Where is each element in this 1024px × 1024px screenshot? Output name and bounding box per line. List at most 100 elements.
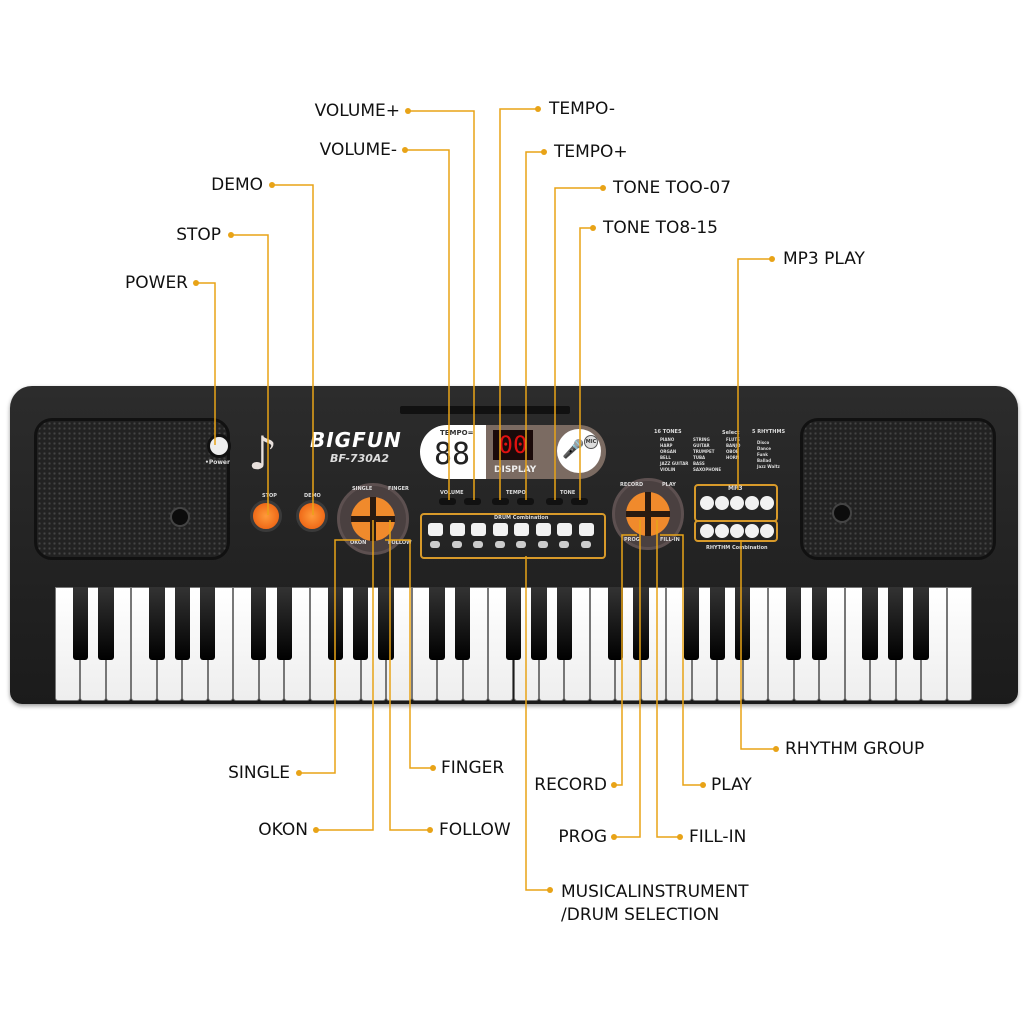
drum-icon [473,541,483,548]
rhythm-group [694,520,778,542]
rhythm-button[interactable] [730,524,744,538]
drum-icon [559,541,569,548]
black-key[interactable] [174,587,190,660]
black-key[interactable] [862,587,878,660]
drum-icon [494,541,505,548]
mp3-label: MP3 [728,485,743,492]
tone-item: PIANO [660,437,675,442]
rhythm-button[interactable] [745,524,759,538]
black-key[interactable] [429,587,445,660]
drum-button[interactable] [557,523,572,536]
rhythm-button[interactable] [715,524,729,538]
callout-instrument-line1: MUSICALINSTRUMENT [561,882,749,902]
mp3-button[interactable] [700,496,714,510]
drum-button[interactable] [449,523,465,536]
black-key[interactable] [607,587,624,660]
play-text: PLAY [662,482,676,488]
callout-tempo-plus: TEMPO+ [554,142,628,162]
mp3-button[interactable] [760,496,774,510]
black-key[interactable] [887,587,904,660]
rhythm-button[interactable] [700,524,714,538]
drum-button[interactable] [578,523,594,536]
volume-plus-button[interactable] [464,498,481,505]
drum-icon [580,541,591,548]
black-key[interactable] [327,587,343,660]
drum-button[interactable] [535,523,551,536]
black-key[interactable] [454,587,471,660]
tone-item: FLUTE [726,437,740,442]
black-key[interactable] [505,587,522,660]
demo-button[interactable] [296,500,328,532]
tone-item: OBOE [726,449,739,454]
drum-button[interactable] [514,523,529,536]
black-key[interactable] [684,587,700,660]
tone-8-15-button[interactable] [571,498,588,505]
tone-item: HORN [726,455,740,460]
music-note-icon: ♪ [248,426,278,480]
tempo-display: TEMPO= 88 [420,425,486,479]
mic-label: MIC [584,435,598,449]
drum-button[interactable] [428,523,443,536]
black-key[interactable] [353,587,369,660]
black-key[interactable] [913,587,929,660]
drum-button[interactable] [471,523,486,536]
stop-button[interactable] [250,500,282,532]
right-audio-port [832,503,852,523]
tone-item: SAXOPHONE [693,467,722,472]
tone-item: BELL [660,455,671,460]
black-key[interactable] [811,587,827,660]
rhythm-item: Dance [757,446,771,451]
rhythm-button[interactable] [760,524,774,538]
tone-item: VIOLIN [660,467,676,472]
black-key[interactable] [149,587,165,660]
callout-prog: PROG [558,827,607,847]
single-text: SINGLE [352,486,373,492]
tone-item: TUBA [693,455,706,460]
tempo-minus-button[interactable] [492,498,509,505]
black-key[interactable] [735,587,751,660]
drum-label: DRUM Combination [494,515,549,521]
callout-volume-plus: VOLUME+ [314,101,400,121]
black-key[interactable] [251,587,267,660]
callout-rhythm-group: RHYTHM GROUP [785,739,925,759]
drum-button[interactable] [492,523,508,536]
callout-tempo-minus: TEMPO- [549,99,616,119]
tone-item: BANJO [726,443,741,448]
rhythm-item: Ballad [757,458,772,463]
callout-power: POWER [125,273,188,293]
okon-text: OKON [350,540,367,546]
tone-item: HARP [660,443,673,448]
tempo-display-label: TEMPO= [440,429,474,437]
black-key[interactable] [709,587,725,660]
black-key[interactable] [200,587,216,660]
tempo-plus-button[interactable] [517,498,534,505]
black-key[interactable] [276,587,292,660]
left-audio-port [170,507,190,527]
black-key[interactable] [556,587,573,660]
mp3-button[interactable] [715,496,729,510]
black-key[interactable] [378,587,394,660]
record-text: RECORD [620,482,644,488]
piano-keys[interactable] [55,587,972,703]
tone-item: TRUMPET [693,449,715,454]
black-key[interactable] [531,587,547,660]
tone-0-7-button[interactable] [546,498,563,505]
callout-volume-minus: VOLUME- [319,140,397,160]
demo-label: DEMO [304,493,321,499]
tone-item: GUITAR [693,443,710,448]
black-key[interactable] [786,587,802,660]
white-key[interactable] [946,587,972,701]
mp3-button[interactable] [730,496,744,510]
callout-follow: FOLLOW [439,820,511,840]
mp3-button[interactable] [745,496,759,510]
tones-title: 16 TONES [654,429,682,435]
black-key[interactable] [72,587,89,660]
black-key[interactable] [98,587,114,660]
power-button[interactable] [207,434,231,458]
display-label: DISPLAY [494,465,537,475]
black-key[interactable] [633,587,649,660]
right-speaker [800,418,996,560]
led-digits: 00 [493,430,533,460]
tone-item: ORGAN [660,449,677,454]
volume-minus-button[interactable] [439,498,456,505]
